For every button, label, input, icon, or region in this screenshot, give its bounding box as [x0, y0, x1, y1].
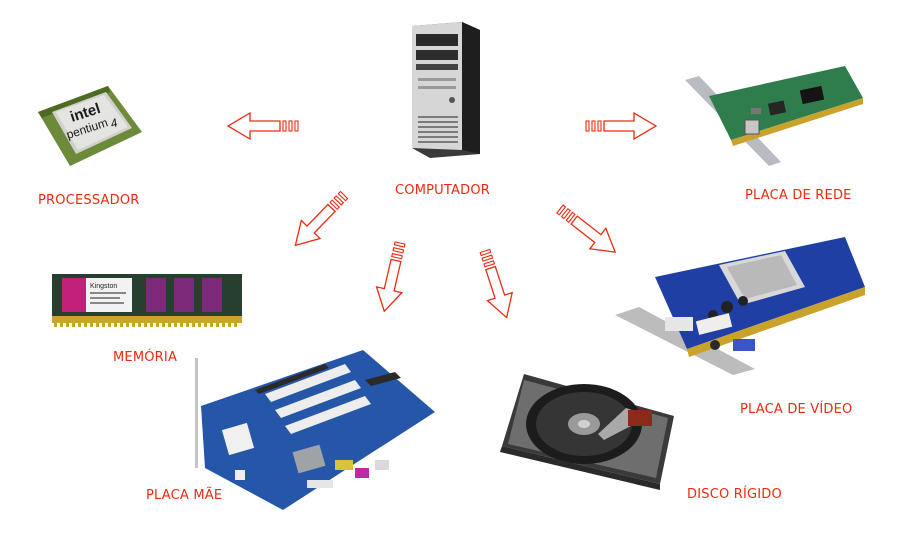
chip-version: 4	[109, 115, 120, 130]
video-card-image	[615, 237, 865, 375]
memory-brand: Kingston	[90, 283, 117, 290]
processor-chip-image: intel pentium 4	[38, 86, 142, 166]
network-card-label: PLACA DE REDE	[745, 188, 852, 203]
arrow-to-hard-disk	[471, 246, 520, 323]
video-card-label: PLACA DE VÍDEO	[740, 402, 853, 417]
arrow-to-network-card	[585, 112, 657, 140]
computer-label: COMPUTADOR	[395, 183, 490, 198]
computer-tower-image	[412, 22, 480, 158]
processor-label: PROCESSADOR	[38, 193, 140, 208]
arrow-to-processor	[227, 112, 299, 140]
network-card-image	[685, 66, 863, 166]
arrow-to-motherboard	[370, 239, 414, 315]
arrow-to-memory	[285, 185, 355, 256]
memory-module-image: Kingston	[52, 274, 242, 327]
motherboard-label: PLACA MÃE	[146, 488, 223, 503]
arrow-to-video-card	[551, 198, 624, 263]
hard-disk-label: DISCO RÍGIDO	[687, 487, 782, 502]
memory-label: MEMÓRIA	[113, 350, 178, 365]
hard-disk-image	[500, 374, 674, 490]
motherboard-image	[195, 350, 435, 510]
